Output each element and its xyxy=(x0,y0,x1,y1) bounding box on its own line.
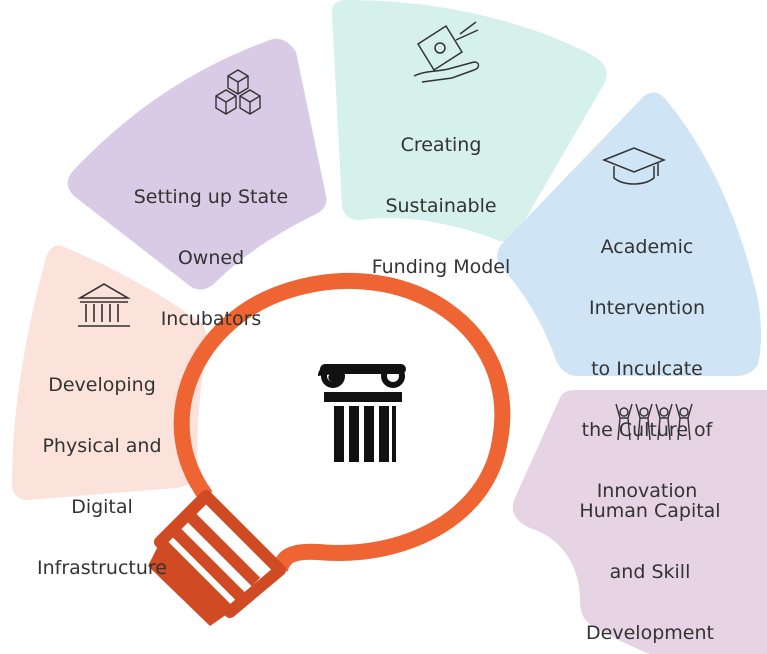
label-line: and Skill xyxy=(609,561,691,584)
money-hand-icon xyxy=(413,21,480,83)
segment-infrastructure xyxy=(12,245,208,500)
label-infrastructure: Developing Physical and Digital Infrastr… xyxy=(14,340,190,614)
cubes-icon xyxy=(215,69,261,115)
people-icon xyxy=(615,403,693,441)
label-funding: Creating Sustainable Funding Model xyxy=(356,100,526,313)
label-incubators: Setting up State Owned Incubators xyxy=(116,152,306,365)
label-academic: Academic Intervention to Inculcate the C… xyxy=(568,202,726,536)
label-line: Creating xyxy=(400,134,482,157)
label-line: Infrastructure xyxy=(36,556,167,579)
label-line: Physical and xyxy=(42,435,162,458)
bulb-tip xyxy=(148,542,230,626)
label-line: Setting up State xyxy=(133,186,289,209)
label-line: Academic xyxy=(600,236,694,259)
label-line: Innovation xyxy=(596,479,698,502)
label-line: Incubators xyxy=(160,307,262,330)
graduation-cap-icon xyxy=(601,147,667,185)
label-line: Sustainable xyxy=(385,195,497,218)
segment-funding xyxy=(331,0,607,242)
bank-icon xyxy=(77,283,131,327)
label-line: Intervention xyxy=(589,297,705,320)
label-human-capital: Human Capital and Skill Development xyxy=(562,466,738,654)
label-line: the Culture of xyxy=(581,418,713,441)
segment-human-capital xyxy=(512,390,767,654)
label-line: Owned xyxy=(177,247,245,270)
bulb-outline xyxy=(173,273,511,572)
segment-incubators xyxy=(67,38,327,290)
label-line: Funding Model xyxy=(371,255,511,278)
label-line: Developing xyxy=(48,374,156,397)
segment-academic xyxy=(497,92,761,376)
label-line: Digital xyxy=(71,495,133,518)
label-line: to Inculcate xyxy=(591,357,703,380)
label-line: Human Capital xyxy=(579,500,721,523)
label-line: Development xyxy=(586,621,714,644)
